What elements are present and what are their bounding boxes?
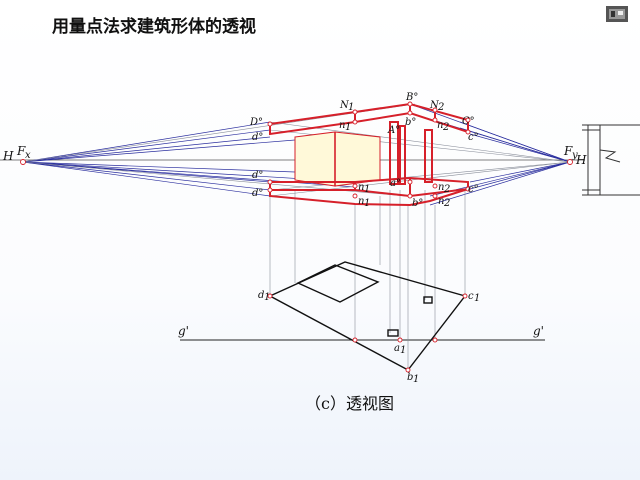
label-fy: F: [563, 144, 573, 158]
label-b0: B°: [405, 92, 418, 103]
label-b1: b: [407, 372, 413, 383]
label-b0-bot: b°: [412, 198, 423, 209]
construction-points: [20, 101, 573, 373]
label-d0-mid: d°: [252, 170, 263, 181]
label-n2-bot2: n: [438, 196, 444, 207]
label-n2-bot2-sub: 2: [443, 198, 450, 209]
projection-lines: [269, 190, 466, 370]
label-a0-bot: a°: [390, 178, 401, 189]
label-c0: C°: [462, 116, 475, 127]
label-g-right: g': [533, 324, 544, 338]
label-n1-bot2-sub: 1: [364, 198, 370, 209]
label-b1-sub: 1: [413, 374, 419, 385]
label-d1-sub: 1: [264, 292, 270, 303]
label-n2-bot-sub: 2: [443, 184, 450, 195]
label-n2-bot: n: [438, 182, 444, 193]
label-n2-a-sub: 2: [442, 122, 449, 133]
label-n1-a: n: [339, 120, 345, 131]
figure-caption: （c）透视图: [305, 394, 394, 413]
label-h-right: H: [575, 153, 587, 167]
label-b0-top: b°: [405, 117, 416, 128]
floor-plan: [268, 261, 467, 371]
wall-section: [582, 124, 640, 196]
label-c0-bot: c°: [468, 184, 479, 195]
label-n2-top-sub: 2: [437, 102, 444, 113]
label-n1-bot2: n: [358, 196, 364, 207]
label-a1-sub: 1: [400, 345, 406, 356]
label-n1-top-sub: 1: [348, 102, 354, 113]
label-n1-bot-sub: 1: [364, 184, 370, 195]
vanishing-lines-fy: [409, 103, 571, 206]
label-n1-bot: n: [358, 182, 364, 193]
label-n2-top: N: [429, 100, 440, 111]
label-c1-sub: 1: [474, 293, 480, 304]
building-body: [294, 131, 381, 187]
label-d0-bot: d°: [252, 188, 263, 199]
page-title: 用量点法求建筑形体的透视: [52, 17, 256, 37]
label-fx: F: [16, 144, 26, 158]
label-n1-a-sub: 1: [345, 122, 351, 133]
label-g-left: g': [178, 324, 189, 338]
label-a0-top: A°: [387, 125, 400, 136]
columns: [389, 121, 433, 185]
vanishing-lines-fx: [22, 121, 356, 197]
label-fy-sub: y: [571, 150, 578, 161]
label-n2-a: n: [437, 120, 443, 131]
building-logo-icon: [605, 4, 629, 24]
label-a1: a: [394, 343, 400, 354]
label-d1: d: [258, 290, 264, 301]
label-c0-top: c°: [468, 132, 479, 143]
label-n1-top: N: [339, 100, 350, 111]
label-fx-sub: x: [25, 150, 31, 161]
label-d0-top: d°: [252, 132, 263, 143]
label-d0: D°: [249, 117, 263, 128]
label-c1: c: [468, 291, 474, 302]
label-h-left: H: [2, 149, 14, 163]
